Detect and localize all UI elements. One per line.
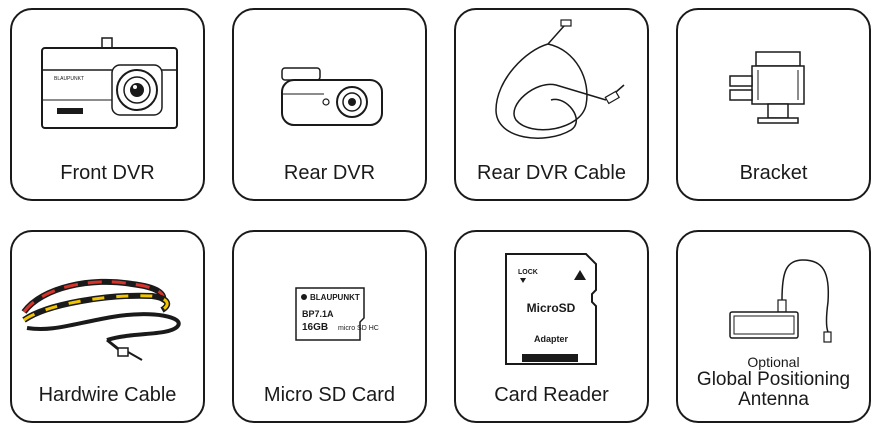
front-dvr-icon: BLAUPUNKT: [41, 37, 178, 129]
front-dvr-brand: BLAUPUNKT: [54, 76, 84, 82]
item-card-front-dvr: BLAUPUNKT Front DVR: [10, 8, 205, 201]
item-label-line: Antenna: [738, 389, 809, 410]
rear-dvr-cable-icon: [495, 19, 625, 139]
item-card-hardwire-cable: Hardwire Cable: [10, 230, 205, 423]
item-label: Micro SD Card: [263, 384, 396, 406]
item-card-rear-dvr: Rear DVR: [232, 8, 427, 201]
optional-label: Optional: [747, 354, 800, 370]
item-label: Card Reader: [494, 384, 609, 406]
item-card-bracket: Bracket: [676, 8, 871, 201]
sd-capacity: 16GB: [302, 322, 328, 333]
item-label: Hardwire Cable: [38, 384, 177, 406]
item-label: Front DVR: [60, 162, 155, 184]
item-label: Rear DVR: [283, 162, 376, 184]
bracket-icon: [729, 51, 805, 124]
gps-antenna-icon: [729, 259, 832, 343]
item-label: Global Positioning Antenna: [678, 370, 869, 410]
item-label: Bracket: [739, 162, 808, 184]
item-label: Rear DVR Cable: [477, 162, 626, 184]
card-reader-icon: LOCK MicroSD Adapter: [505, 253, 597, 365]
adapter-name: MicroSD: [527, 301, 576, 315]
micro-sd-card-icon: BLAUPUNKT BP7.1A 16GB micro SD HC: [295, 287, 379, 341]
sd-model: BP7.1A: [302, 309, 334, 319]
item-card-gps-antenna: Optional Global Positioning Antenna: [676, 230, 871, 423]
item-card-card-reader: LOCK MicroSD Adapter Card Reader: [454, 230, 649, 423]
sd-brand: BLAUPUNKT: [310, 293, 360, 302]
hardwire-cable-icon: [21, 278, 181, 361]
adapter-subtitle: Adapter: [534, 334, 569, 344]
lock-label: LOCK: [518, 269, 538, 276]
rear-dvr-icon: [281, 67, 383, 126]
sd-logo: micro SD HC: [338, 325, 379, 332]
item-card-rear-dvr-cable: Rear DVR Cable: [454, 8, 649, 201]
item-label-line: Global Positioning: [696, 369, 851, 390]
item-card-micro-sd-card: BLAUPUNKT BP7.1A 16GB micro SD HC Micro …: [232, 230, 427, 423]
